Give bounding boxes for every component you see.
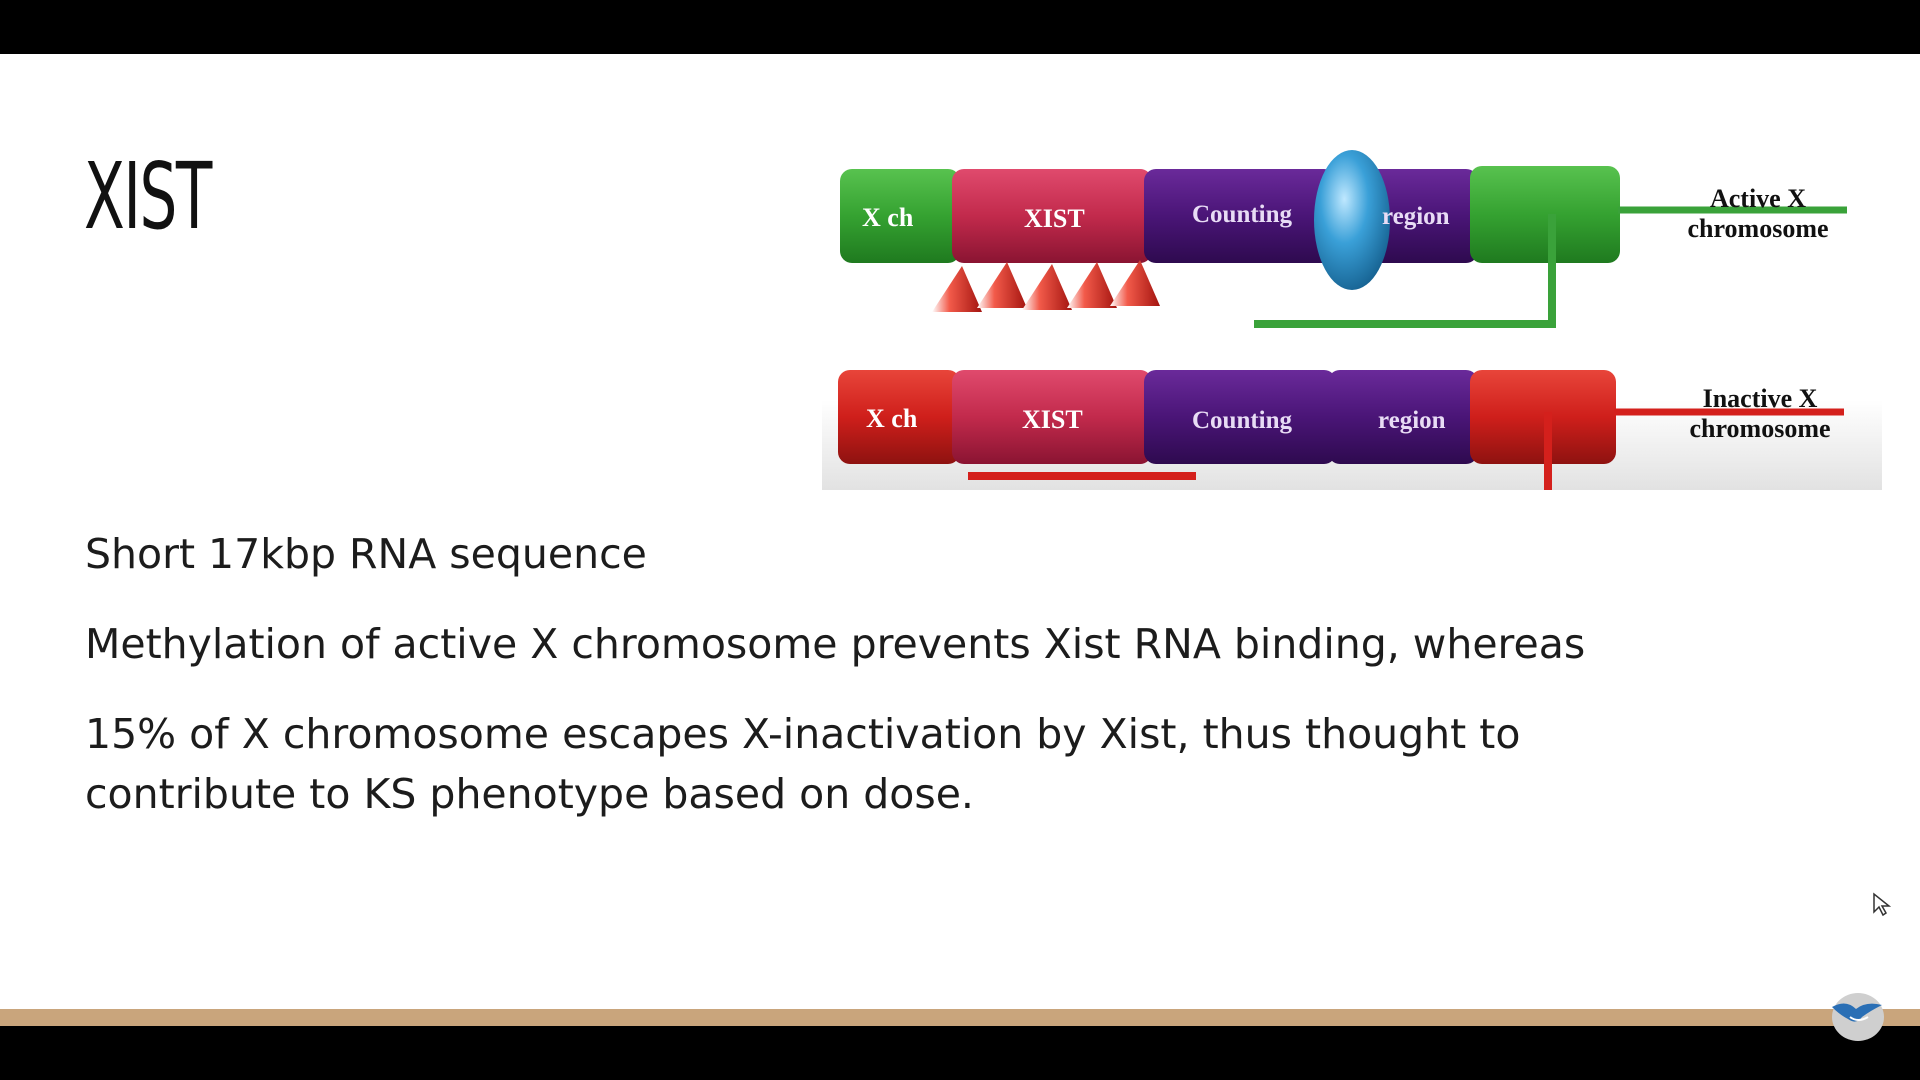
active-chromosome-label-line1: Active X (1710, 184, 1806, 213)
active-end-segment (1470, 166, 1620, 263)
active-chromosome-label-line2: chromosome (1687, 214, 1828, 243)
inactive-chromosome (838, 370, 1844, 490)
active-counting-label: Counting (1192, 201, 1293, 228)
xist-rna-cone-icon (977, 262, 1027, 308)
active-chromosome (840, 150, 1847, 328)
inactive-xch-segment (838, 370, 960, 464)
xist-rna-cone-icon (1067, 262, 1117, 308)
inactive-region-segment (1328, 370, 1478, 464)
active-xch-segment (840, 169, 960, 263)
inactive-connector-line (1544, 412, 1552, 490)
active-xist-label: XIST (1024, 204, 1085, 233)
inactive-counting-label: Counting (1192, 407, 1293, 434)
active-connector-line (1254, 214, 1556, 328)
inactive-xist-label: XIST (1022, 405, 1083, 434)
bullet-item: Methylation of active X chromosome preve… (85, 620, 1586, 668)
slide: XIST (0, 54, 1920, 1009)
inactive-region-label: region (1378, 407, 1446, 434)
bullet-list: Short 17kbp RNA sequence Methylation of … (85, 524, 1625, 854)
slide-title: XIST (84, 143, 212, 250)
inactive-counting-segment (1144, 370, 1336, 464)
xist-rna-cone-icon (1022, 264, 1072, 310)
active-xch-label: X ch (862, 203, 914, 232)
mouse-pointer-icon (1873, 892, 1892, 917)
xist-rna-cone-icon (932, 266, 982, 312)
methylation-blocker-icon (1314, 150, 1390, 290)
active-counting-segment (1144, 169, 1336, 263)
active-xist-segment (952, 169, 1152, 263)
inactive-xch-label: X ch (866, 404, 918, 433)
x-inactivation-diagram: X ch XIST Counting region Active X chrom… (822, 150, 1882, 490)
footer-bar (0, 1009, 1920, 1026)
inactive-end-segment (1470, 370, 1616, 464)
bullet-item: 15% of X chromosome escapes X-inactivati… (85, 710, 1521, 818)
bullet-item: Short 17kbp RNA sequence (85, 530, 647, 578)
inactive-xist-segment (952, 370, 1152, 464)
inactive-chromosome-label-line1: Inactive X (1703, 384, 1818, 413)
inactive-chromosome-label-line2: chromosome (1689, 414, 1830, 443)
xist-rna-cone-icon (1110, 260, 1160, 306)
bird-logo-icon (1832, 993, 1884, 1041)
active-region-label: region (1382, 203, 1450, 230)
